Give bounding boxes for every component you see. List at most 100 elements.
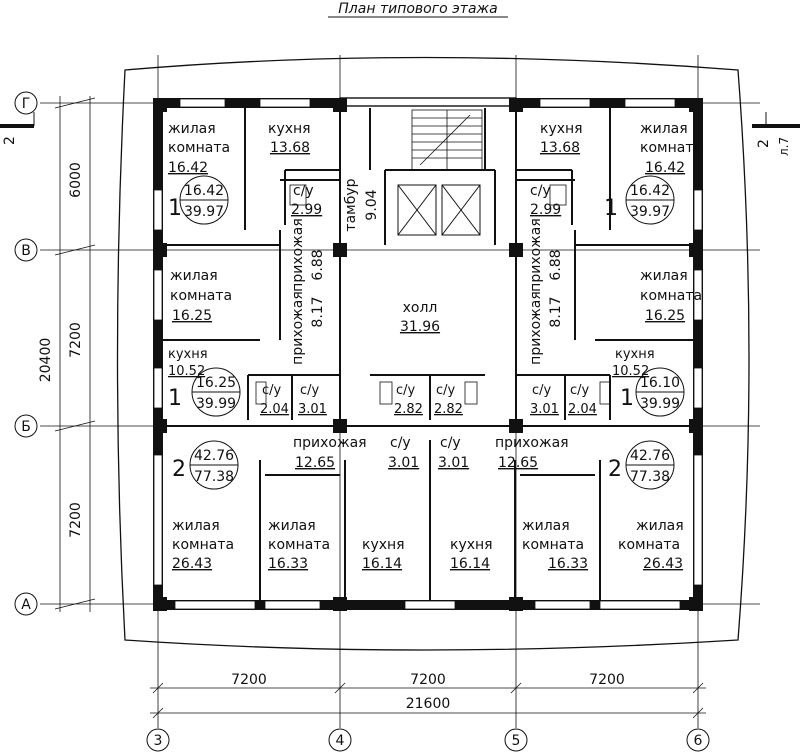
room-living-ml-area: 16.25 [172, 308, 212, 324]
interior-walls [160, 108, 700, 600]
room-living-br2-name2: комната [522, 537, 584, 553]
svg-text:1: 1 [168, 196, 182, 221]
room-bath-c1-area: 2.82 [394, 402, 423, 417]
room-kitchen-bl-area: 16.14 [362, 556, 402, 572]
room-bath-c2-area: 2.82 [434, 402, 463, 417]
room-hall-r-mid-name: прихожая [528, 291, 544, 365]
svg-text:2: 2 [756, 139, 772, 148]
svg-text:39.99: 39.99 [640, 396, 680, 412]
room-kitchen-ml-name: кухня [168, 347, 208, 362]
room-bath-tl-area: 2.99 [291, 202, 322, 218]
apartment-tag: 1 16.42 39.97 [168, 175, 229, 225]
room-bath-tl-name: с/у [293, 183, 314, 199]
room-living-tr-name2: комната [640, 140, 702, 156]
room-living-br2-area: 16.33 [548, 556, 588, 572]
row-axis-markers: Г В Б А [14, 91, 38, 616]
axis-label-v: В [21, 243, 31, 259]
room-living-br1-area: 26.43 [643, 556, 683, 572]
room-living-bl1-area: 26.43 [172, 556, 212, 572]
room-hall-l-mid-area: 8.17 [310, 296, 326, 327]
svg-text:1: 1 [620, 386, 634, 411]
room-kitchen-mr-area: 10.52 [612, 364, 649, 379]
svg-text:77.38: 77.38 [194, 469, 234, 485]
staircase [411, 109, 483, 171]
svg-text:2: 2 [2, 136, 18, 145]
room-kitchen-mr-name: кухня [615, 347, 655, 362]
axis-label-g: Г [22, 96, 31, 112]
axis-label-5: 5 [512, 733, 521, 749]
room-bath-bc2-name: с/у [440, 435, 461, 451]
dim-col-45: 7200 [410, 672, 446, 688]
room-living-bl2-name2: комната [268, 537, 330, 553]
room-kitchen-tl-area: 13.68 [270, 140, 310, 156]
room-living-bl1-name2: комната [172, 537, 234, 553]
svg-text:1: 1 [604, 196, 618, 221]
svg-text:16.42: 16.42 [630, 183, 670, 199]
room-bath-tr-area: 2.99 [530, 202, 561, 218]
room-living-mr-name2: комната [640, 288, 702, 304]
room-living-tl-name2: комната [168, 140, 230, 156]
room-hall-l-top-name: прихожая [290, 218, 306, 292]
room-hall-br-area: 12.65 [498, 455, 538, 471]
room-bath-c1-name: с/у [396, 383, 416, 398]
apartment-tag: 1 16.42 39.97 [604, 175, 675, 225]
bath-fixtures [255, 184, 611, 405]
svg-text:16.42: 16.42 [184, 183, 224, 199]
axis-label-b: Б [21, 419, 31, 435]
room-living-bl2-name1: жилая [268, 518, 316, 534]
room-hall-r-top-area: 6.88 [548, 249, 564, 280]
svg-text:1: 1 [168, 386, 182, 411]
room-living-ml-name1: жилая [170, 268, 218, 284]
windows [153, 98, 703, 610]
dimension-chain-bottom [150, 682, 706, 719]
svg-text:77.38: 77.38 [630, 469, 670, 485]
room-living-tr-area: 16.42 [645, 160, 685, 176]
svg-text:42.76: 42.76 [194, 448, 234, 464]
svg-text:39.99: 39.99 [196, 396, 236, 412]
room-kitchen-tl-name: кухня [268, 121, 311, 137]
room-bath-ml1-area: 2.04 [260, 402, 289, 417]
svg-text:2: 2 [172, 457, 186, 482]
room-bath-bc2-area: 3.01 [438, 455, 469, 471]
room-bath-tr-name: с/у [530, 183, 551, 199]
room-lobby-area: 31.96 [400, 319, 440, 335]
room-kitchen-br-area: 16.14 [450, 556, 490, 572]
room-bath-mr2-name: с/у [570, 383, 590, 398]
room-bath-mr1-area: 3.01 [530, 402, 559, 417]
axis-label-4: 4 [336, 733, 345, 749]
dim-row-gv: 6000 [68, 162, 84, 198]
dim-col-34: 7200 [231, 672, 267, 688]
column-axis-markers: 3 4 5 6 [146, 728, 710, 752]
room-hall-bl-area: 12.65 [295, 455, 335, 471]
room-tambour-name: тамбур [343, 178, 359, 231]
svg-text:2: 2 [608, 457, 622, 482]
room-hall-br-name: прихожая [495, 435, 569, 451]
room-living-ml-name2: комната [170, 288, 232, 304]
room-hall-bl-name: прихожая [293, 435, 367, 451]
room-living-mr-area: 16.25 [645, 308, 685, 324]
room-bath-bc1-name: с/у [390, 435, 411, 451]
room-living-tl-name1: жилая [168, 121, 216, 137]
section-mark-left: 2 [0, 112, 35, 145]
room-living-tl-area: 16.42 [168, 160, 208, 176]
apartment-tag: 1 16.25 39.99 [168, 367, 241, 417]
room-bath-ml2-area: 3.01 [298, 402, 327, 417]
room-living-tr-name1: жилая [640, 121, 688, 137]
room-living-br1-name2: комната [618, 537, 680, 553]
plan-title: План типового этажа [338, 1, 497, 17]
room-bath-bc1-area: 3.01 [388, 455, 419, 471]
room-tambour-area: 9.04 [364, 189, 380, 220]
room-bath-ml2-name: с/у [300, 383, 320, 398]
room-hall-l-mid-name: прихожая [290, 291, 306, 365]
room-living-mr-name1: жилая [640, 268, 688, 284]
slab-outline [116, 56, 750, 651]
axis-label-a: А [21, 597, 31, 613]
dim-row-vb: 7200 [68, 322, 84, 358]
apartment-tag: 2 42.76 77.38 [608, 440, 675, 490]
dimension-chain-left [54, 96, 96, 612]
apartment-tag: 1 16.10 39.99 [620, 367, 685, 417]
room-kitchen-ml-area: 10.52 [168, 364, 205, 379]
svg-text:16.25: 16.25 [196, 375, 236, 391]
room-kitchen-br-name: кухня [450, 537, 493, 553]
